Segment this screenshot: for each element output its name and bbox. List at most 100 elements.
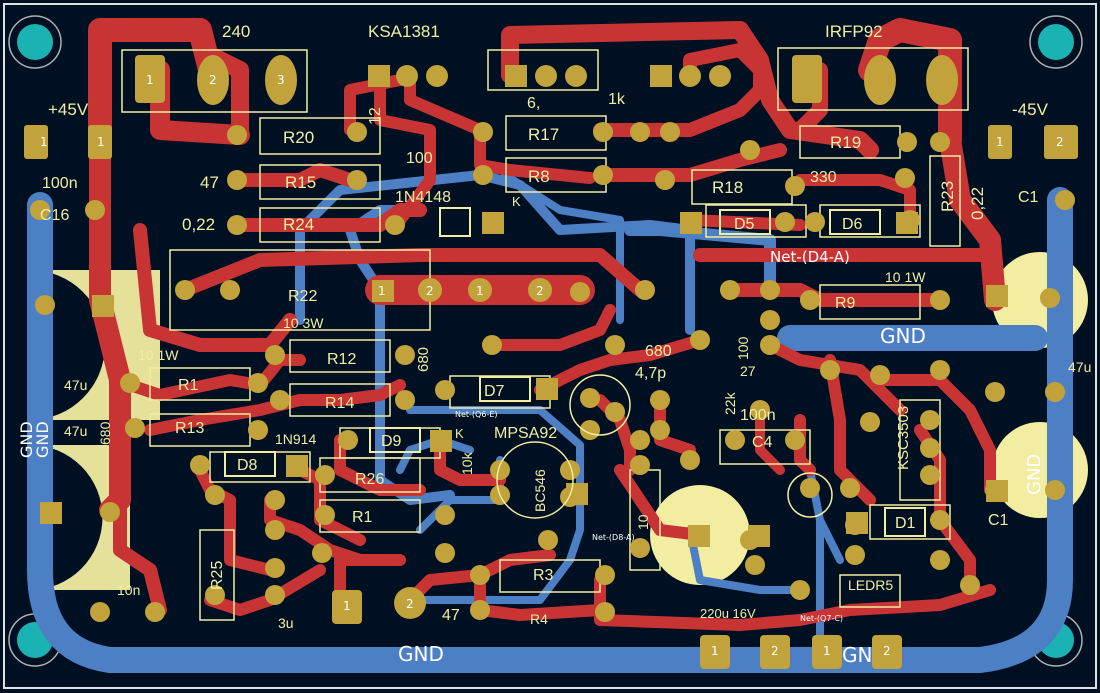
pad-num: 1 [146, 73, 154, 87]
gnd-left-2: GND [33, 421, 52, 458]
label-r22: R22 [288, 288, 317, 305]
label-100-vert: 100 [735, 336, 751, 360]
label-d7: D7 [484, 383, 505, 400]
label-c16: C16 [40, 207, 69, 224]
net-q6e: Net-(Q6-E) [455, 410, 498, 419]
label-1n4148: 1N4148 [395, 189, 451, 206]
gnd-labels: GND GND GN GND GND GND [17, 324, 1045, 667]
label-22k: 22k [722, 391, 738, 415]
label-r8: R8 [528, 167, 550, 186]
board-outline [3, 3, 1097, 689]
label-d8: D8 [237, 457, 258, 474]
label-r9: R9 [835, 295, 856, 312]
label-r14: R14 [325, 395, 354, 412]
pad-num: 2 [406, 597, 414, 611]
gnd-bottom: GND [398, 642, 444, 666]
label-r12: R12 [327, 351, 356, 368]
pad-num: 2 [209, 73, 217, 87]
label-47u-a: 47u [64, 377, 87, 393]
label-bc546: BC546 [532, 469, 548, 512]
label-220u: 220u 16V [700, 606, 756, 621]
label-mpsa92: MPSA92 [494, 425, 557, 442]
label-680-a: 680 [415, 347, 432, 372]
pad-num: 1 [711, 644, 719, 658]
label-100: 100 [406, 150, 433, 167]
label-3u: 3u [278, 615, 294, 631]
pad-num: 1 [343, 599, 351, 613]
label-c1-right: C1 [1018, 189, 1039, 206]
label-100n-mid: 100n [740, 407, 776, 424]
label-47p: 4,7p [635, 365, 666, 382]
pad-num: 2 [1056, 135, 1064, 149]
net-labels: Net-(D4-A) Net-(Q6-E) Net-(D8-A) Net-(Q7… [455, 248, 850, 623]
label-ledr5: LEDR5 [848, 577, 893, 593]
label-10-1w-left: 10 1W [138, 347, 179, 363]
label-c1-b: C1 [988, 512, 1009, 529]
label-d5: D5 [734, 216, 755, 233]
label-47u-right: 47u [1068, 359, 1091, 375]
net-d8a: Net-(D8-A) [592, 533, 635, 542]
net-d4a: Net-(D4-A) [770, 248, 850, 266]
label-r-6k: 6, [527, 95, 540, 112]
label-r26: R26 [355, 471, 384, 488]
label-irfp: IRFP92 [825, 22, 883, 41]
label-330: 330 [810, 169, 837, 186]
label-47u-b: 47u [64, 423, 87, 439]
pad-num: 1 [996, 135, 1004, 149]
label-10n: 10n [117, 582, 140, 598]
silkscreen-text: 240 KSA1381 IRFP92 +45V -45V 12 6, 1k R2… [40, 22, 1091, 631]
pad-num: 1 [823, 644, 831, 658]
label-r1-a: R1 [178, 377, 199, 394]
gnd-right: GND [1024, 454, 1045, 495]
label-r4: R4 [530, 611, 548, 627]
label-r17: R17 [528, 125, 559, 144]
pad-num: 2 [426, 284, 434, 298]
net-q7c: Net-(Q7-C) [800, 614, 843, 623]
pad-num: 1 [476, 284, 484, 298]
label-r24: R24 [283, 215, 314, 234]
pad-numbers: 1 1 1 2 1 2 1 2 1 2 1 2 1 2 1 2 3 [40, 73, 1064, 658]
label-10-1w-right: 10 1W [885, 269, 926, 285]
label-r19: R19 [830, 133, 861, 152]
label-r18: R18 [712, 178, 743, 197]
pad-num: 1 [40, 135, 48, 149]
gnd-left-1: GND [17, 421, 36, 458]
label-680-c: 680 [97, 421, 113, 445]
label-r3: R3 [533, 567, 554, 584]
pad-num: 3 [277, 73, 285, 87]
pad-num: 2 [536, 284, 544, 298]
label-100n-left: 100n [42, 175, 78, 192]
diode-bodies [224, 207, 926, 537]
to92-outlines [496, 374, 833, 519]
label-47-top: 47 [200, 173, 219, 192]
label-r15: R15 [285, 173, 316, 192]
label-ksa1381: KSA1381 [368, 22, 440, 41]
label-1k: 1k [608, 91, 626, 108]
pads-large [24, 55, 1078, 669]
label-vcc-pos: +45V [48, 100, 89, 119]
label-10k: 10k [459, 451, 475, 475]
label-10: 10 [635, 514, 651, 530]
pads-small [30, 122, 1075, 622]
label-r1-b: R1 [352, 509, 373, 526]
label-d9: D9 [381, 433, 402, 450]
label-r25: R25 [209, 561, 226, 590]
pad-num: 2 [771, 644, 779, 658]
pad-num: 2 [883, 644, 891, 658]
label-k-2: K [455, 426, 464, 441]
label-022-left: 0,22 [182, 215, 215, 234]
gnd-mid: GND [880, 324, 926, 348]
label-r12-top: 12 [367, 107, 384, 125]
label-r20: R20 [283, 128, 314, 147]
pads-square [40, 212, 1008, 547]
label-r13: R13 [175, 420, 204, 437]
label-680-b: 680 [645, 343, 672, 360]
label-1n914: 1N914 [275, 431, 316, 447]
label-c4: C4 [752, 434, 773, 451]
label-ksc3503: KSC3503 [895, 406, 912, 470]
label-k-1: K [512, 194, 521, 209]
label-d1: D1 [895, 515, 916, 532]
pad-num: 1 [378, 284, 386, 298]
